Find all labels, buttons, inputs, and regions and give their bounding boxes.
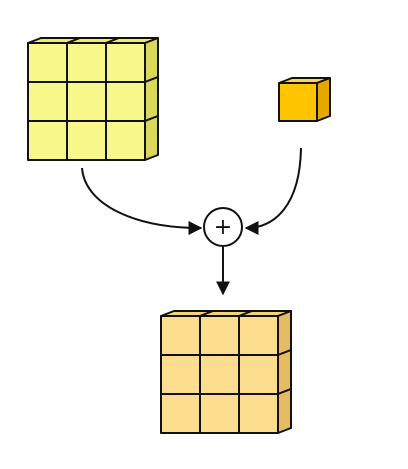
input-matrix-cell — [66, 81, 107, 122]
input-matrix-cell — [105, 120, 146, 161]
input-matrix-side-cell — [144, 115, 159, 161]
input-matrix-side-cell — [144, 37, 159, 83]
output-matrix-side-cell — [277, 349, 292, 395]
output-matrix-cell — [199, 354, 240, 395]
input-matrix-3x3 — [27, 37, 159, 161]
output-matrix-cell — [160, 393, 201, 434]
scalar-cube-front — [278, 82, 318, 122]
output-matrix-cell — [238, 393, 279, 434]
output-matrix-3x3 — [160, 310, 292, 434]
input-matrix-cell — [27, 120, 68, 161]
operator-circle — [203, 207, 243, 247]
output-matrix-cell — [199, 393, 240, 434]
input-matrix-cell — [27, 42, 68, 83]
output-matrix-cell — [199, 315, 240, 356]
input-matrix-cell — [66, 42, 107, 83]
output-matrix-cell — [238, 354, 279, 395]
input-matrix-side-cell — [144, 76, 159, 122]
output-matrix-side-cell — [277, 388, 292, 434]
plus-operator: + — [203, 207, 243, 247]
scalar-cube-side — [316, 77, 331, 122]
scalar-cube — [278, 77, 331, 122]
input-matrix-cell — [27, 81, 68, 122]
output-matrix-cell — [160, 315, 201, 356]
input-matrix-cell — [66, 120, 107, 161]
input-matrix-cell — [105, 42, 146, 83]
output-matrix-cell — [238, 315, 279, 356]
plus-symbol: + — [214, 215, 232, 240]
output-matrix-side-cell — [277, 310, 292, 356]
arrow-from-scalar — [244, 147, 302, 235]
output-matrix-cell — [160, 354, 201, 395]
arrow-from-matrix — [81, 167, 203, 235]
input-matrix-cell — [105, 81, 146, 122]
